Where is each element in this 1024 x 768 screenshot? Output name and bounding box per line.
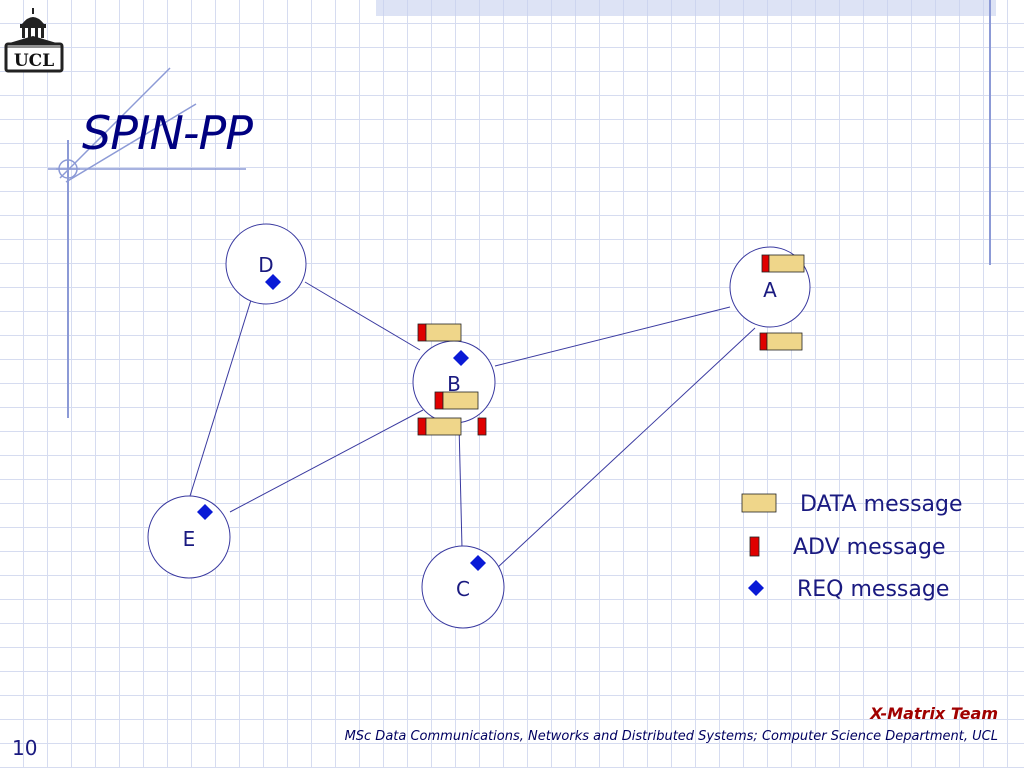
req-message-icon <box>453 350 469 366</box>
data-adv-message-a-bottom <box>759 332 803 351</box>
ucl-logo: UCL <box>4 8 64 73</box>
edge-a-c <box>496 327 756 569</box>
node-d-label: D <box>258 253 273 277</box>
footer-course: MSc Data Communications, Networks and Di… <box>344 729 998 744</box>
data-adv-message-b-middle <box>434 391 479 410</box>
adv-message-icon <box>417 323 427 342</box>
legend-adv-message-icon <box>749 536 760 557</box>
node-a-label: A <box>763 278 777 302</box>
adv-message-icon <box>477 417 487 436</box>
data-adv-message-b-top <box>417 323 462 342</box>
adv-message-icon <box>434 391 444 410</box>
legend-adv-label: ADV message <box>793 535 946 560</box>
req-message-icon <box>197 504 213 520</box>
header-band <box>376 0 996 16</box>
diagonal-line-2 <box>65 103 197 183</box>
data-message-icon <box>768 254 805 273</box>
data-message-icon <box>442 391 479 410</box>
req-message-icon <box>470 555 486 571</box>
node-d: D <box>225 223 307 305</box>
node-c: C <box>421 545 505 629</box>
logo-text: UCL <box>14 51 54 71</box>
node-b: B <box>412 340 496 424</box>
page-number: 10 <box>12 736 38 760</box>
node-e: E <box>147 495 231 579</box>
node-c-label: C <box>456 577 470 601</box>
data-adv-message-b-bottom <box>417 417 462 436</box>
edge-d-b <box>304 281 421 351</box>
edges <box>189 281 756 569</box>
node-b-label: B <box>447 372 461 396</box>
legend-req-label: REQ message <box>797 577 950 602</box>
data-adv-message-a-top <box>761 254 805 273</box>
node-d-circle <box>225 223 307 305</box>
adv-message-icon <box>759 332 768 351</box>
legend-req-message-icon <box>748 580 764 596</box>
data-message-icon <box>766 332 803 351</box>
node-c-circle <box>421 545 505 629</box>
node-e-circle <box>147 495 231 579</box>
page-title: SPIN-PP <box>82 106 253 160</box>
edge-b-c <box>458 423 463 549</box>
footer-team: X-Matrix Team <box>870 704 998 723</box>
edge-d-e <box>189 299 252 497</box>
data-message-icon <box>425 417 462 436</box>
req-message-icon <box>265 274 281 290</box>
adv-message-icon <box>761 254 770 273</box>
node-e-label: E <box>183 527 196 551</box>
data-message-icon <box>425 323 462 342</box>
adv-message-icon <box>417 417 427 436</box>
legend-data-message-icon <box>741 493 777 513</box>
legend <box>741 493 777 596</box>
edge-b-e <box>229 409 424 513</box>
edge-b-a <box>494 306 731 367</box>
diagonal-line-1 <box>59 67 171 179</box>
legend-data-label: DATA message <box>800 492 963 517</box>
